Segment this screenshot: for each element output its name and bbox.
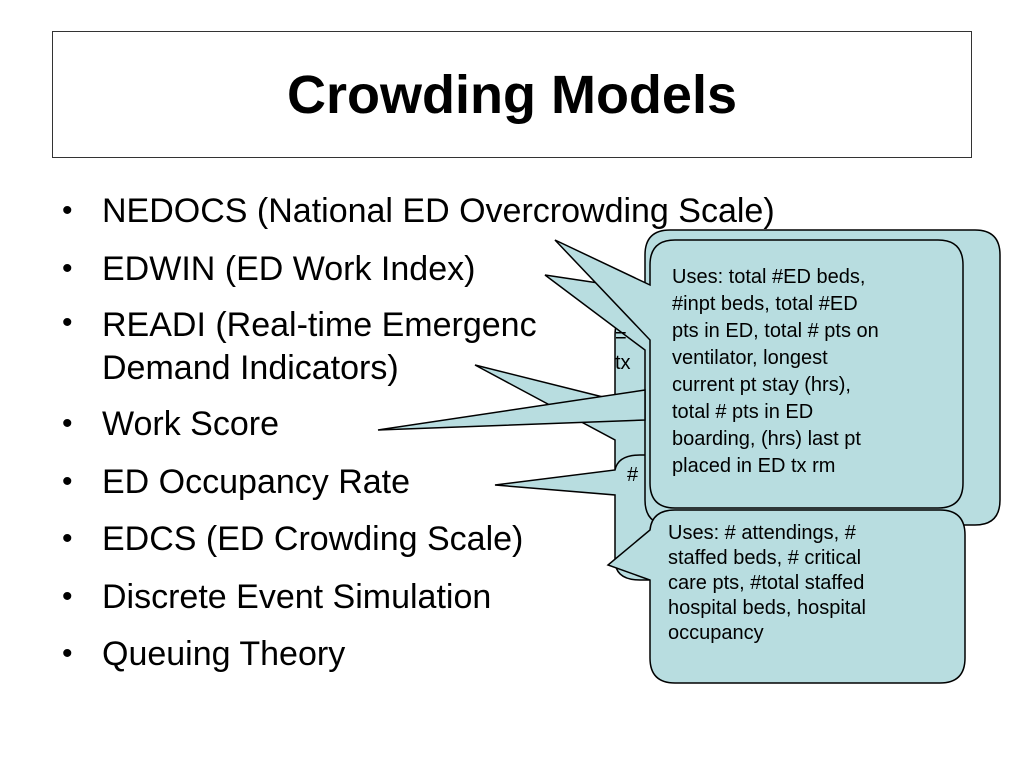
bullet-dot-icon: •: [62, 306, 73, 339]
bullet-dot-icon: •: [62, 637, 73, 670]
nedocs-callout-text: Uses: total #ED beds, #inpt beds, total …: [672, 266, 879, 477]
bullet-dot-icon: •: [62, 579, 73, 613]
fragment-tx: tx: [615, 352, 631, 374]
bullet-edcs: •EDCS (ED Crowding Scale): [58, 514, 918, 564]
bullet-ed-occupancy: •ED Occupancy Rate: [58, 457, 918, 507]
bullet-nedocs: •NEDOCS (National ED Overcrowding Scale): [58, 186, 918, 236]
fragment-hash: #: [627, 464, 639, 486]
fragment-equals: =: [615, 325, 627, 347]
edcs-callout-text: Uses: # attendings, # staffed beds, # cr…: [668, 522, 866, 644]
bullet-dot-icon: •: [62, 522, 73, 555]
title-box: Crowding Models: [52, 31, 972, 158]
bullet-discrete-event: •Discrete Event Simulation: [58, 572, 918, 622]
bullet-dot-icon: •: [62, 194, 73, 227]
bullet-list: •NEDOCS (National ED Overcrowding Scale)…: [58, 186, 918, 687]
bullet-dot-icon: •: [62, 407, 73, 440]
bullet-work-score: •Work Score: [58, 399, 918, 449]
bullet-edwin: •EDWIN (ED Work Index): [58, 244, 918, 294]
bullet-queuing: •Queuing Theory: [58, 629, 918, 679]
slide-title: Crowding Models: [287, 64, 737, 125]
bullet-dot-icon: •: [62, 251, 73, 285]
bullet-dot-icon: •: [62, 464, 73, 498]
